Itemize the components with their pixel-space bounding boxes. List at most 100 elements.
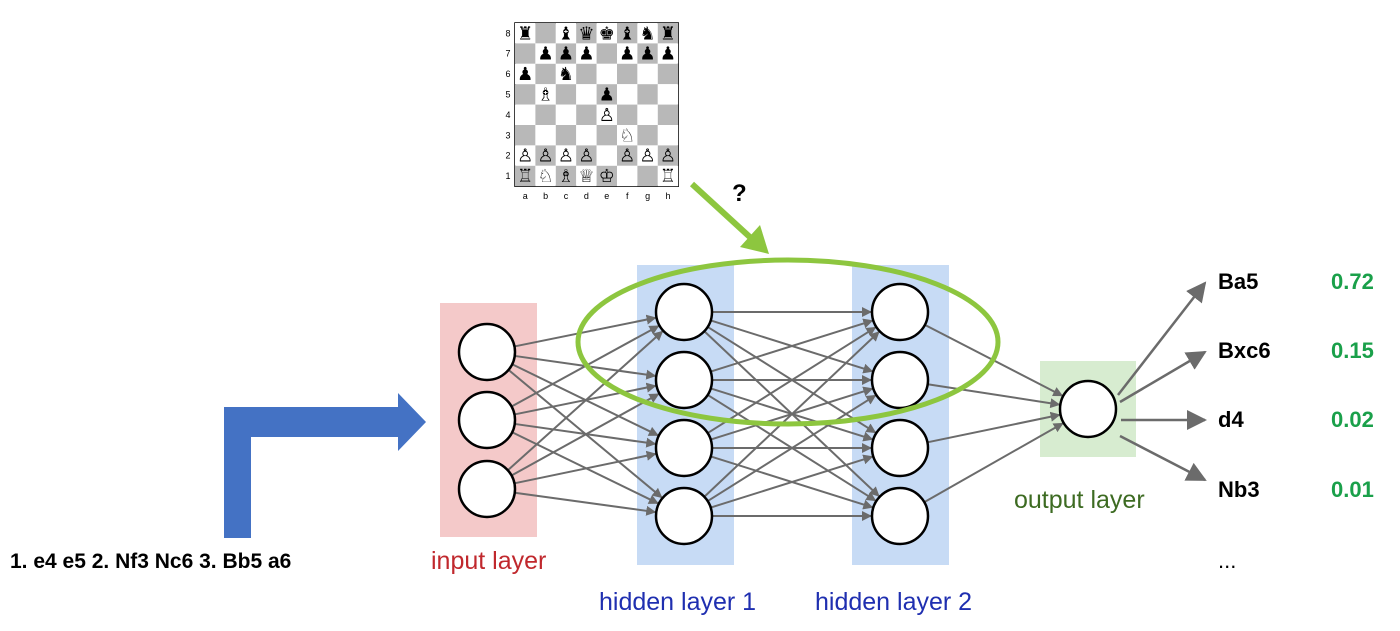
connection-hidden1-2-to-hidden2-1 (710, 318, 874, 373)
connection-input-3-to-hidden1-3 (514, 450, 657, 485)
square-b7 (535, 43, 556, 64)
hidden2-neuron-4 (870, 486, 930, 546)
square-d7 (576, 43, 597, 64)
hidden1-neuron-1 (654, 282, 714, 342)
square-h7 (657, 43, 679, 64)
square-d5 (576, 84, 597, 105)
input-neuron-3 (457, 459, 517, 519)
square-b3 (535, 125, 556, 146)
square-c1 (555, 165, 577, 187)
square-b8 (535, 23, 556, 44)
square-f2 (617, 145, 638, 166)
piece-a6: ♟ (517, 64, 533, 85)
piece-a8: ♜ (517, 23, 533, 44)
rank-label-4: 4 (505, 110, 510, 120)
square-h6 (657, 63, 679, 85)
square-e3 (596, 125, 617, 146)
piece-f7: ♟ (619, 44, 635, 65)
rank-label-8: 8 (505, 28, 510, 38)
square-c7 (555, 43, 577, 64)
connection-input-1-to-hidden1-1 (514, 314, 657, 348)
square-h2 (657, 145, 679, 166)
square-c8 (555, 23, 577, 44)
square-f8 (617, 23, 638, 44)
square-e2 (596, 145, 617, 166)
piece-b2: ♙ (538, 146, 554, 167)
square-g3 (637, 125, 658, 146)
connection-hidden2-3-to-output-1 (927, 411, 1061, 444)
piece-g2: ♙ (640, 146, 656, 167)
rank-label-6: 6 (505, 69, 510, 79)
square-g2 (637, 145, 658, 166)
square-h8 (657, 23, 679, 44)
square-h4 (657, 104, 679, 125)
output-move-3: d4 (1218, 407, 1244, 432)
square-a1 (515, 165, 536, 187)
piece-b1: ♘ (538, 166, 554, 187)
piece-f3: ♘ (619, 125, 635, 146)
square-g1 (637, 165, 658, 187)
output-more: ... (1218, 548, 1237, 573)
file-label-h: h (665, 191, 670, 201)
chess-board: ♜♝♛♚♝♞♜8♟♟♟♟♟♟7♟♞6♗♟5♙4♘3♙♙♙♙♙♙♙2♖♘♗♕♔♖1… (505, 22, 679, 201)
square-c5 (555, 84, 577, 105)
connection-hidden1-4-to-hidden2-2 (707, 394, 877, 502)
connection-input-3-to-hidden1-2 (511, 393, 660, 477)
square-e5 (596, 84, 617, 105)
square-c2 (555, 145, 577, 166)
square-g6 (637, 63, 658, 85)
neurons (457, 282, 1118, 546)
square-d4 (576, 104, 597, 125)
hidden1-neuron-3 (654, 418, 714, 478)
question-mark: ? (732, 180, 747, 207)
piece-a2: ♙ (517, 146, 533, 167)
hidden-layer-2-label: hidden layer 2 (815, 588, 973, 616)
square-f4 (617, 104, 638, 125)
piece-e1: ♔ (599, 166, 615, 187)
piece-h7: ♟ (660, 44, 676, 65)
output-arrow-2 (1119, 350, 1207, 404)
square-e4 (596, 104, 617, 125)
input-neuron-2 (457, 390, 517, 450)
input-neuron-1 (457, 322, 517, 382)
square-e6 (596, 63, 617, 85)
connection-hidden2-4-to-output-1 (923, 422, 1064, 504)
square-g8 (637, 23, 658, 44)
square-d3 (576, 125, 597, 146)
piece-b7: ♟ (538, 44, 554, 65)
green-arrow (689, 181, 769, 254)
square-h1 (657, 165, 679, 187)
piece-c6: ♞ (558, 64, 574, 85)
connection-hidden2-2-to-output-1 (927, 383, 1061, 409)
output-move-2: Bxc6 (1218, 338, 1271, 363)
square-a6 (515, 63, 536, 85)
piece-h2: ♙ (660, 146, 676, 167)
piece-c2: ♙ (558, 146, 574, 167)
connections (507, 307, 1064, 521)
piece-d7: ♟ (578, 44, 594, 65)
piece-g7: ♟ (640, 44, 656, 65)
hidden2-neuron-1 (870, 282, 930, 342)
square-a2 (515, 145, 536, 166)
rank-label-1: 1 (505, 171, 510, 181)
move-sequence: 1. e4 e5 2. Nf3 Nc6 3. Bb5 a6 (10, 550, 292, 573)
piece-c8: ♝ (558, 23, 574, 44)
hidden-layer-1-label: hidden layer 1 (599, 588, 757, 616)
square-b4 (535, 104, 556, 125)
square-f6 (617, 63, 638, 85)
connection-input-3-to-hidden1-1 (507, 330, 664, 472)
hidden2-neuron-2 (870, 350, 930, 410)
square-f7 (617, 43, 638, 64)
piece-a1: ♖ (517, 166, 533, 187)
piece-e8: ♚ (599, 23, 615, 44)
file-label-c: c (564, 191, 569, 201)
output-layer-label: output layer (1014, 486, 1145, 514)
file-label-b: b (543, 191, 548, 201)
square-c3 (555, 125, 577, 146)
square-a8 (515, 23, 536, 44)
output-prob-1: 0.72 (1331, 269, 1374, 294)
square-f5 (617, 84, 638, 105)
piece-f8: ♝ (619, 23, 635, 44)
square-g5 (637, 84, 658, 105)
